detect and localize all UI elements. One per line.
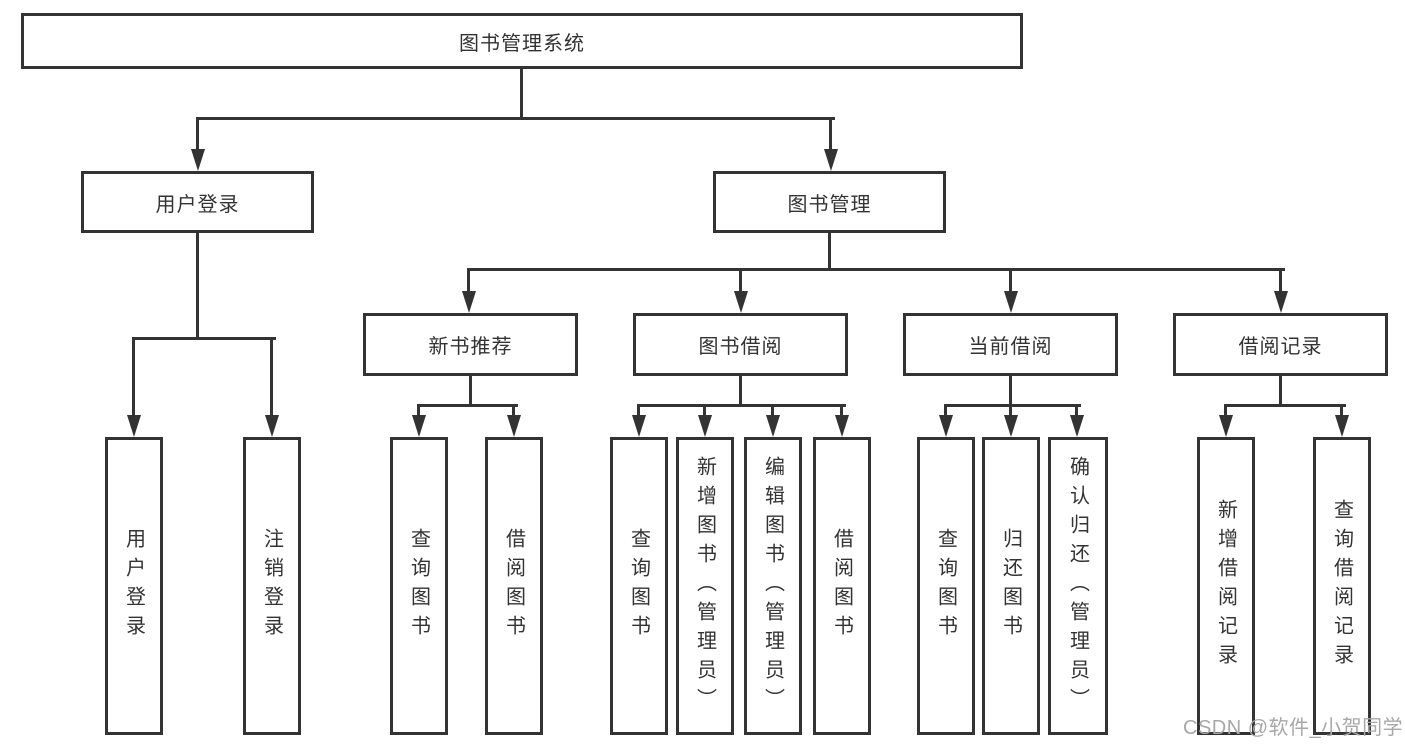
node-label: 图书管理系统 [459, 32, 585, 55]
leaf-edit-books-admin: 编辑图书（管理员） [744, 437, 802, 735]
leaf-label: 新增图书（管理员） [693, 455, 716, 717]
connector-line [1009, 376, 1012, 407]
connector-line [828, 233, 831, 271]
arrowhead-icon [1003, 415, 1018, 437]
connector-line [512, 404, 515, 418]
arrowhead-icon [264, 415, 279, 437]
node-borrow-records: 借阅记录 [1173, 313, 1388, 376]
node-label: 图书管理 [787, 193, 872, 216]
arrowhead-icon [765, 415, 780, 437]
connector-line [1075, 404, 1078, 418]
connector-line [132, 337, 135, 417]
arrowhead-icon [1218, 415, 1233, 437]
node-label: 用户登录 [155, 193, 240, 216]
leaf-add-borrow-record: 新增借阅记录 [1197, 437, 1255, 735]
leaf-label: 借阅图书 [502, 528, 525, 644]
connector-line [469, 376, 472, 407]
leaf-query-books-1: 查询图书 [390, 437, 448, 735]
connector-line [467, 268, 470, 293]
leaf-label: 借阅图书 [830, 528, 853, 644]
leaf-label: 新增借阅记录 [1214, 499, 1237, 673]
arrowhead-icon [411, 415, 426, 437]
connector-line [637, 404, 640, 418]
node-label: 借阅记录 [1238, 336, 1323, 358]
node-label: 新书推荐 [428, 336, 513, 358]
node-book-management: 图书管理 [713, 171, 946, 233]
leaf-label: 归还图书 [999, 528, 1022, 644]
arrowhead-icon [1334, 415, 1349, 437]
connector-line [417, 404, 518, 407]
leaf-label: 确认归还（管理员） [1066, 455, 1089, 717]
leaf-query-borrow-record: 查询借阅记录 [1313, 437, 1371, 735]
node-new-book-recommend: 新书推荐 [363, 313, 578, 376]
connector-line [1279, 268, 1282, 293]
leaf-label: 查询图书 [407, 528, 430, 644]
node-label: 当前借阅 [968, 336, 1053, 358]
arrowhead-icon [1003, 291, 1018, 313]
connector-line [196, 117, 835, 120]
connector-line [1340, 404, 1343, 418]
connector-line [771, 404, 774, 418]
leaf-return-books: 归还图书 [982, 437, 1040, 735]
arrowhead-icon [834, 415, 849, 437]
connector-line [196, 117, 199, 150]
connector-line [520, 69, 523, 120]
arrowhead-icon [190, 149, 205, 171]
node-book-borrow: 图书借阅 [633, 313, 848, 376]
connector-line [1009, 268, 1012, 293]
arrowhead-icon [823, 149, 838, 171]
connector-line [467, 268, 1285, 271]
leaf-label: 查询图书 [627, 528, 650, 644]
node-library-management-system: 图书管理系统 [21, 13, 1023, 69]
leaf-borrow-books-1: 借阅图书 [485, 437, 543, 735]
connector-line [1224, 404, 1346, 407]
connector-line [1224, 404, 1227, 418]
connector-line [944, 404, 1081, 407]
connector-line [739, 376, 742, 407]
connector-line [417, 404, 420, 418]
arrowhead-icon [697, 415, 712, 437]
node-current-borrow: 当前借阅 [903, 313, 1118, 376]
arrowhead-icon [631, 415, 646, 437]
connector-line [270, 337, 273, 417]
leaf-logout: 注销登录 [243, 437, 301, 735]
leaf-label: 编辑图书（管理员） [761, 455, 784, 717]
connector-line [1279, 376, 1282, 407]
leaf-label: 查询借阅记录 [1330, 499, 1353, 673]
connector-line [132, 337, 276, 340]
connector-line [196, 233, 199, 340]
arrowhead-icon [1273, 291, 1288, 313]
connector-line [944, 404, 947, 418]
leaf-user-login: 用户登录 [105, 437, 163, 735]
arrowhead-icon [938, 415, 953, 437]
leaf-label: 用户登录 [122, 528, 145, 644]
leaf-query-books-2: 查询图书 [610, 437, 668, 735]
leaf-query-books-3: 查询图书 [917, 437, 975, 735]
leaf-label: 查询图书 [934, 528, 957, 644]
connector-line [739, 268, 742, 293]
arrowhead-icon [506, 415, 521, 437]
connector-line [1009, 404, 1012, 418]
arrowhead-icon [461, 291, 476, 313]
connector-line [840, 404, 843, 418]
csdn-watermark: CSDN @软件_小贺同学 [1183, 717, 1404, 739]
leaf-borrow-books-2: 借阅图书 [813, 437, 871, 735]
node-label: 图书借阅 [698, 336, 783, 358]
arrowhead-icon [733, 291, 748, 313]
connector-line [703, 404, 706, 418]
leaf-add-books-admin: 新增图书（管理员） [676, 437, 734, 735]
leaf-label: 注销登录 [260, 528, 283, 644]
node-user-login: 用户登录 [81, 171, 314, 233]
arrowhead-icon [126, 415, 141, 437]
arrowhead-icon [1069, 415, 1084, 437]
connector-line [829, 117, 832, 150]
leaf-confirm-return-admin: 确认归还（管理员） [1048, 437, 1108, 735]
